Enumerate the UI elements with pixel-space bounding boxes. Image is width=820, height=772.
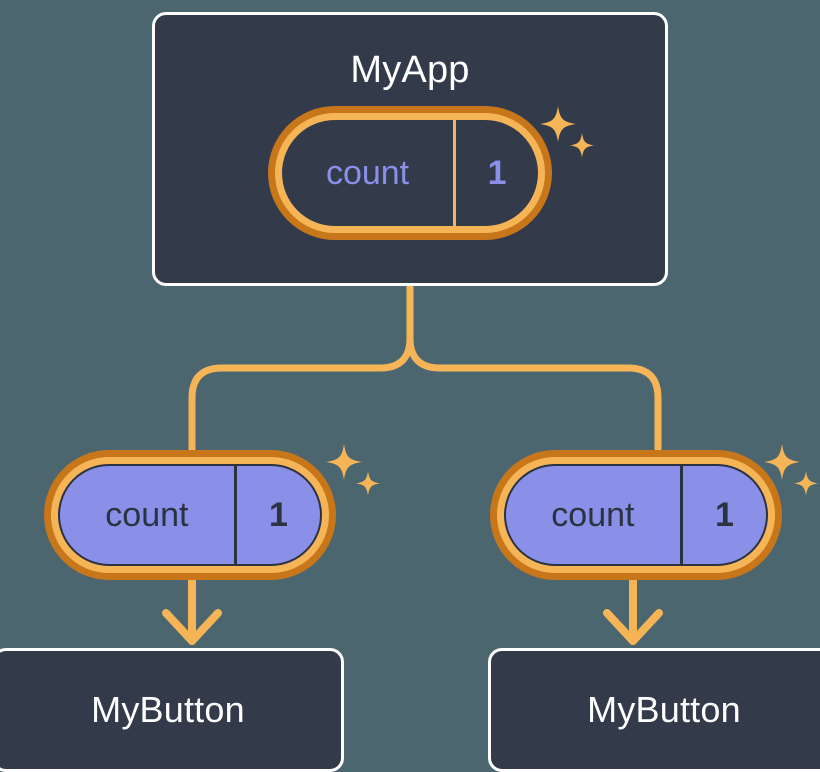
state-pill-ring: count 1	[497, 457, 775, 573]
state-pill-value: 1	[268, 495, 288, 534]
sparkle-large-icon	[326, 444, 362, 480]
node-mybutton-right[interactable]: MyButton	[488, 648, 820, 772]
state-pill-ring: count 1	[51, 457, 329, 573]
node-myapp-title: MyApp	[350, 49, 470, 91]
sparkle-large-icon	[764, 444, 800, 480]
sparkle-small-icon	[794, 471, 818, 496]
state-pill-key: count	[60, 466, 237, 564]
sparkle-small-icon	[356, 471, 380, 496]
connector-root-to-left	[188, 282, 414, 456]
state-pill-key: count	[506, 466, 683, 564]
state-pill-value: 1	[714, 495, 734, 534]
connector-root-to-right	[406, 282, 662, 456]
state-pill-myapp[interactable]: count 1	[268, 106, 552, 240]
node-mybutton-left-title: MyButton	[91, 689, 245, 730]
arrow-down-icon-left	[162, 574, 222, 645]
state-pill-ring: count 1	[275, 113, 545, 233]
node-mybutton-right-title: MyButton	[587, 689, 741, 730]
state-pill-body: count 1	[282, 120, 538, 226]
state-pill-value: 1	[487, 153, 507, 192]
node-mybutton-left[interactable]: MyButton	[0, 648, 344, 772]
state-pill-body: count 1	[58, 464, 322, 566]
state-pill-right[interactable]: count 1	[490, 450, 782, 580]
state-pill-key: count	[282, 120, 457, 226]
state-pill-left[interactable]: count 1	[44, 450, 336, 580]
arrow-down-icon-right	[603, 574, 663, 645]
state-pill-body: count 1	[504, 464, 768, 566]
